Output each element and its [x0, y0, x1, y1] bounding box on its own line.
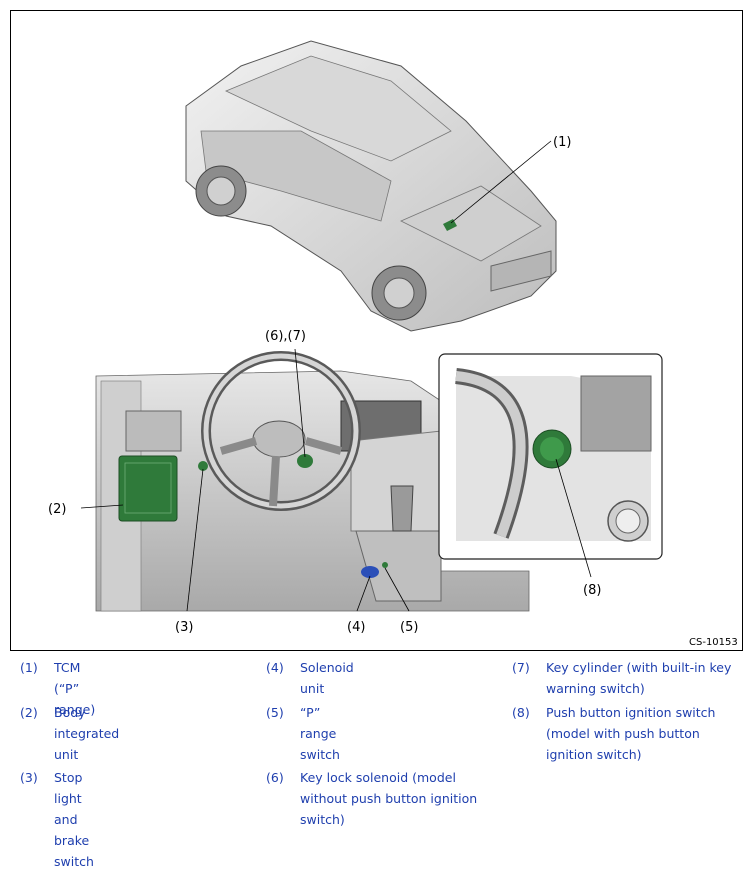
- body-integrated-unit-marker: [118, 455, 178, 522]
- callout-3: (3): [175, 620, 193, 635]
- component-location-figure: (1) (6),(7) (2) (3) (4) (5) (8) CS-10153: [10, 10, 743, 651]
- tcm-marker: [443, 219, 457, 231]
- solenoid-unit-marker: [361, 566, 379, 578]
- key-cylinder-marker: [297, 454, 313, 468]
- callout-1: (1): [553, 135, 571, 150]
- figure-drawing: (1) (6),(7) (2) (3) (4) (5) (8) CS-10153: [48, 40, 738, 648]
- stop-light-switch-marker: [198, 461, 208, 471]
- callout-8: (8): [583, 583, 601, 598]
- leader-lines: [80, 140, 592, 612]
- figure-code: CS-10153: [689, 637, 738, 648]
- callout-4: (4): [347, 620, 365, 635]
- callout-6-7: (6),(7): [265, 329, 306, 344]
- p-range-switch-marker: [382, 562, 388, 568]
- push-button-inset: [438, 353, 663, 560]
- dashboard-illustration: [95, 351, 530, 612]
- callout-2: (2): [48, 502, 66, 517]
- callout-5: (5): [400, 620, 418, 635]
- legend: (1) TCM (“P” range) (2) Body integrated …: [20, 660, 732, 869]
- vehicle-illustration: [185, 40, 557, 332]
